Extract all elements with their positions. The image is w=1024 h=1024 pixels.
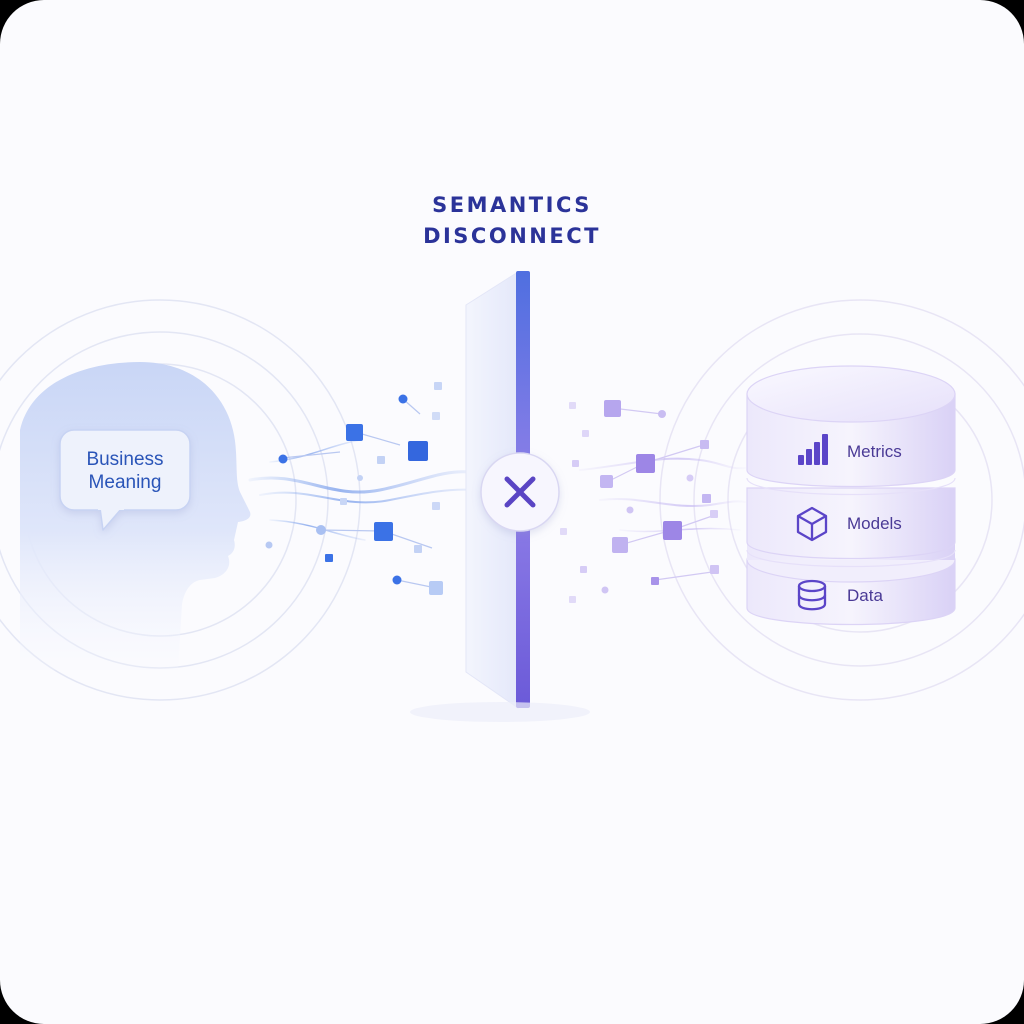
signal-waves-left <box>248 439 476 541</box>
cube-icon <box>796 506 828 542</box>
layer-label-models: Models <box>847 514 902 533</box>
layer-label-metrics: Metrics <box>847 442 902 461</box>
bubble-line-1: Business <box>86 449 164 470</box>
particles-left <box>265 382 443 595</box>
speech-bubble-text: Business Meaning <box>62 448 188 494</box>
layer-label-data: Data <box>847 586 883 605</box>
bar-chart-icon <box>798 434 828 465</box>
title-line-2: DISCONNECT <box>423 224 601 248</box>
title-line-1: SEMANTICS <box>432 193 592 217</box>
database-icon <box>797 579 827 611</box>
diagram-title: SEMANTICS DISCONNECT <box>312 190 712 252</box>
particle-links-right <box>606 407 716 581</box>
particles-right <box>560 400 719 603</box>
speech-bubble <box>59 429 191 531</box>
bubble-line-2: Meaning <box>88 472 162 493</box>
close-icon <box>504 476 536 508</box>
